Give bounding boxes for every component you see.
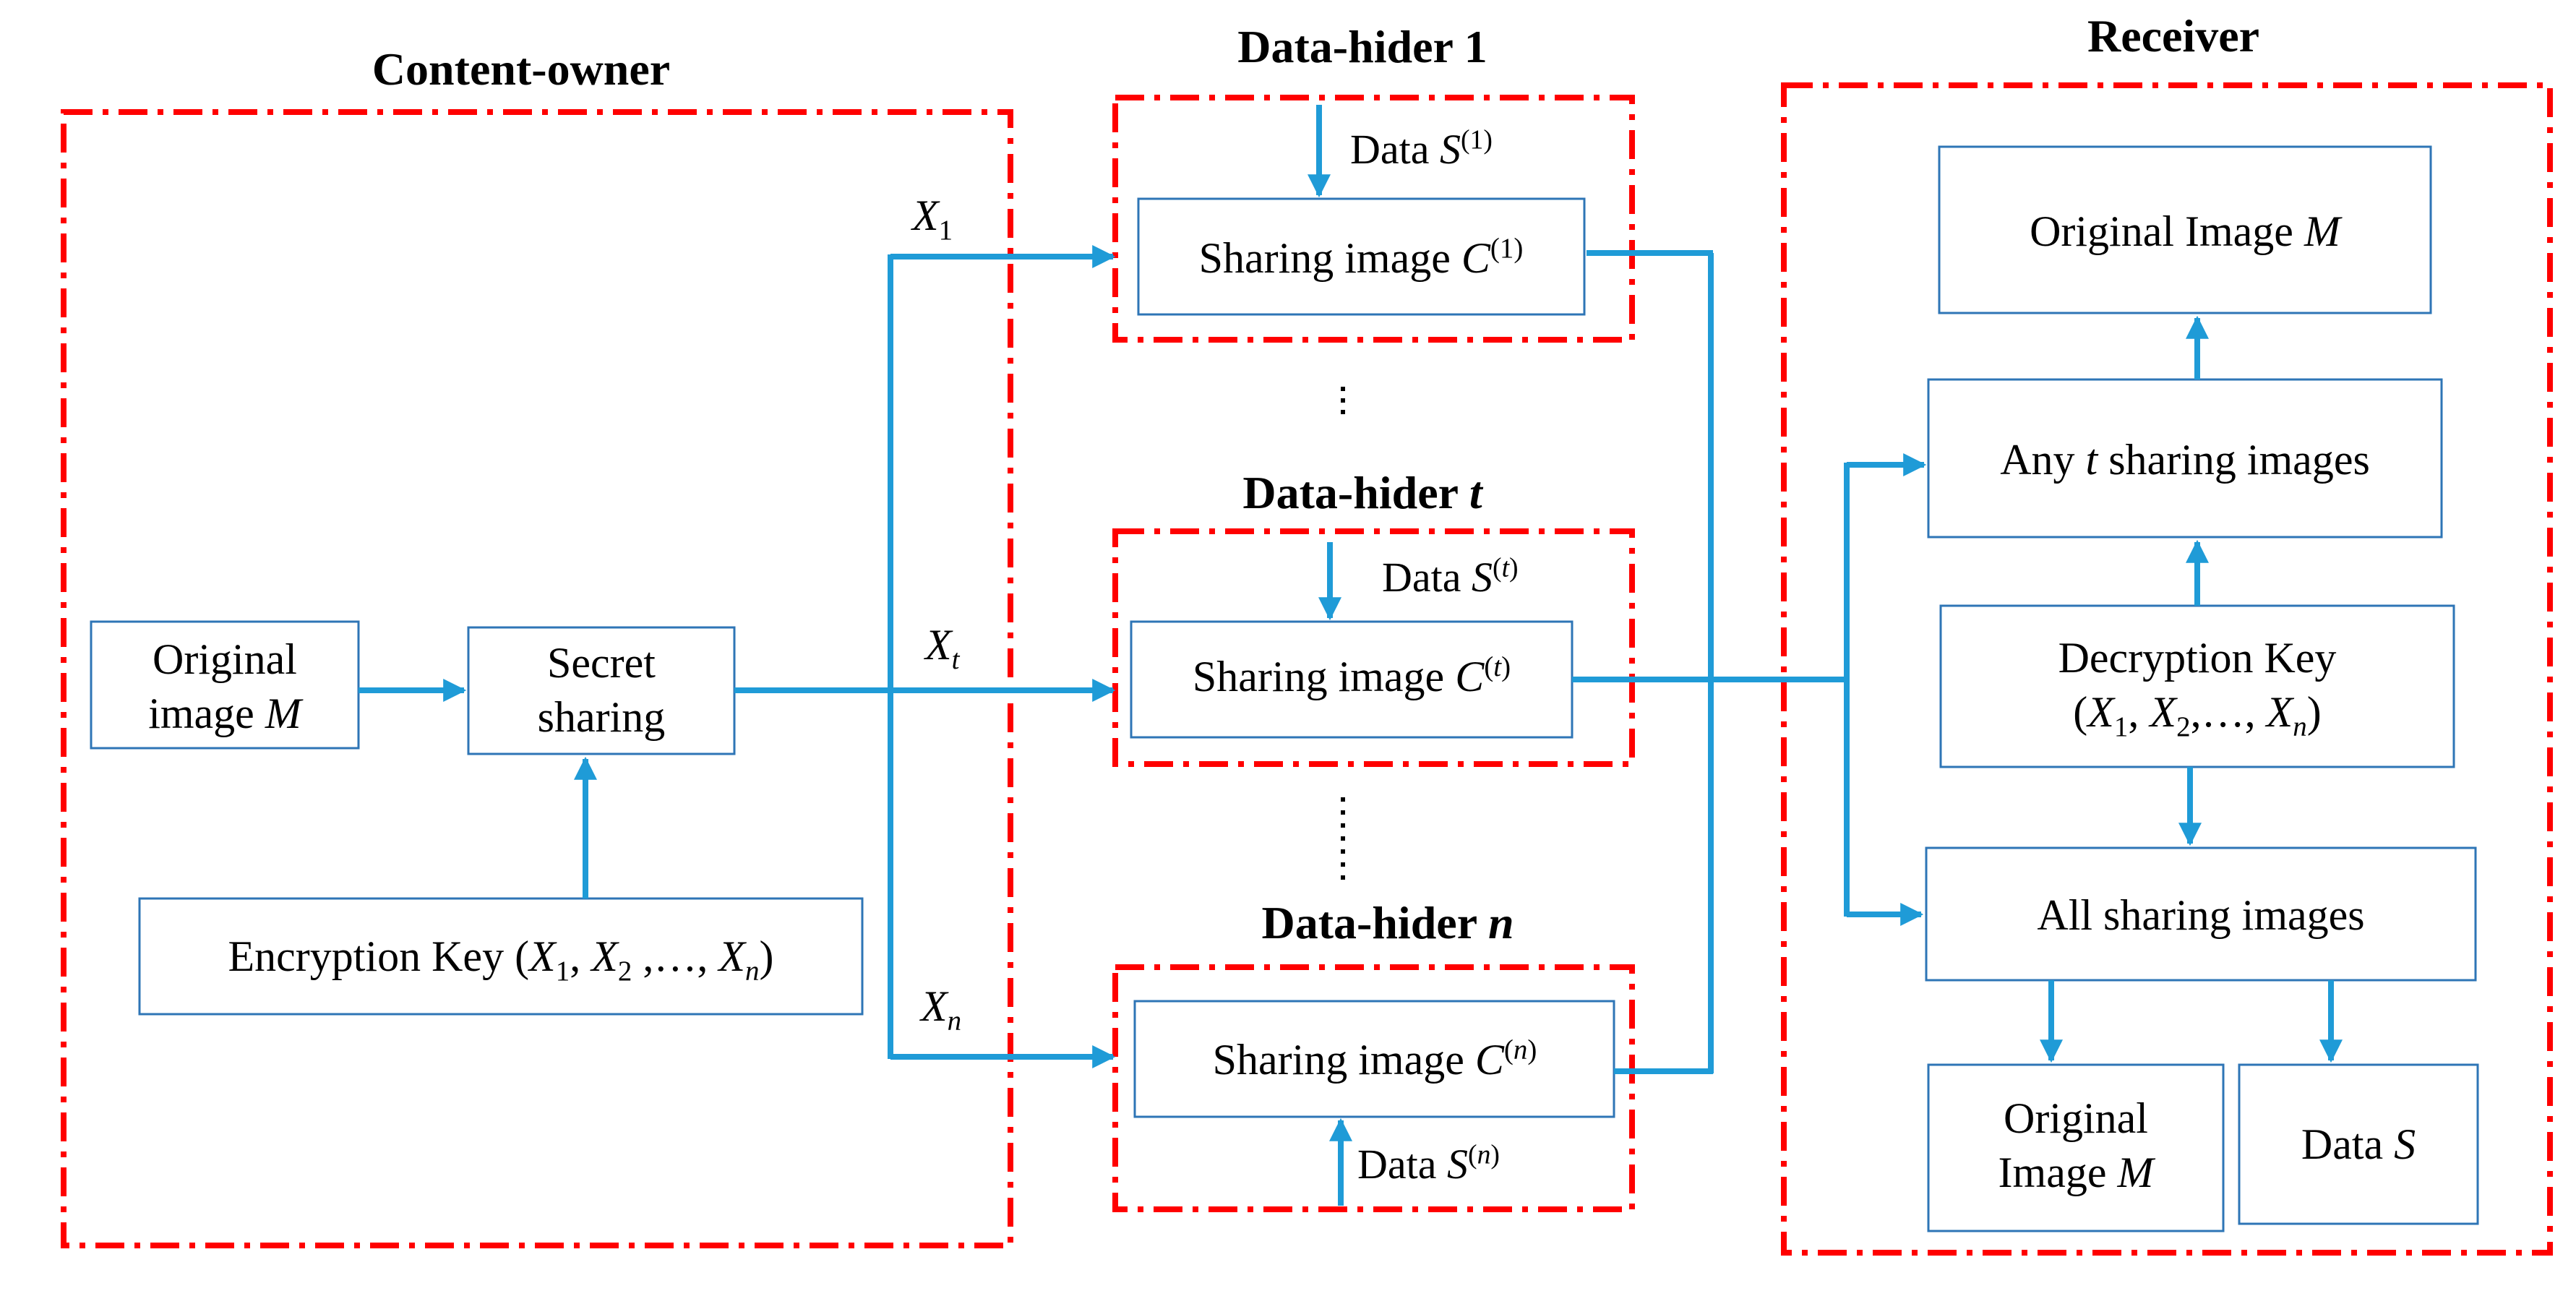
secret-sharing-box <box>467 626 736 755</box>
ellipsis-dots <box>1341 387 1345 880</box>
any-t-sharing-box <box>1927 378 2443 539</box>
encryption-key-box <box>138 897 864 1016</box>
data-hider-1-region <box>1112 95 1635 343</box>
all-sharing-images-box <box>1925 846 2477 982</box>
receiver-original-image-label: Original Image M <box>2030 207 2340 255</box>
xt-label: Xt <box>925 621 960 675</box>
original-image-box <box>90 620 360 750</box>
receiver-original-image-box <box>1938 145 2432 314</box>
data-s-box <box>2238 1063 2479 1225</box>
data-sn-label: Data S(n) <box>1357 1139 1500 1188</box>
data-hider-1-title: Data-hider 1 <box>1237 21 1487 72</box>
content-owner-region <box>61 109 1013 1248</box>
content-owner-title: Content-owner <box>372 43 671 95</box>
data-st-label: Data S(t) <box>1382 552 1519 601</box>
data-hider-t-title: Data-hider t <box>1242 467 1482 518</box>
sharing-image-c1-label: Sharing image C(1) <box>1198 233 1524 282</box>
sharing-image-1-box <box>1137 197 1586 316</box>
x1-label: X1 <box>912 192 953 246</box>
receiver-title: Receiver <box>2087 10 2260 61</box>
sharing-image-n-box <box>1133 1000 1615 1118</box>
data-hider-n-region <box>1112 964 1635 1212</box>
data-s-label: Data S <box>2301 1120 2416 1168</box>
secret-sharing-label: Secret sharing <box>537 639 666 741</box>
data-hider-t-region <box>1112 528 1635 767</box>
all-sharing-images-label: All sharing images <box>2037 891 2365 939</box>
xn-label: Xn <box>921 982 962 1037</box>
decryption-key-label: Decryption Key (X1, X2,…, Xn) <box>2058 634 2337 742</box>
any-t-sharing-label: Any t sharing images <box>2000 436 2370 484</box>
receiver-region <box>1781 82 2553 1256</box>
encryption-key-label: Encryption Key (X1, X2 ,…, Xn) <box>228 932 774 987</box>
data-s1-label: Data S(1) <box>1350 124 1493 173</box>
sharing-image-cn-label: Sharing image C(n) <box>1212 1034 1537 1084</box>
data-hider-n-title: Data-hider n <box>1261 897 1514 948</box>
sharing-image-ct-label: Sharing image C(t) <box>1192 651 1511 700</box>
receiver-original-image-M-label: Original Image M <box>1998 1094 2154 1196</box>
decryption-key-box <box>1939 604 2455 768</box>
original-image-label: Original image M <box>148 635 301 737</box>
receiver-original-image-M-box <box>1927 1063 2225 1232</box>
